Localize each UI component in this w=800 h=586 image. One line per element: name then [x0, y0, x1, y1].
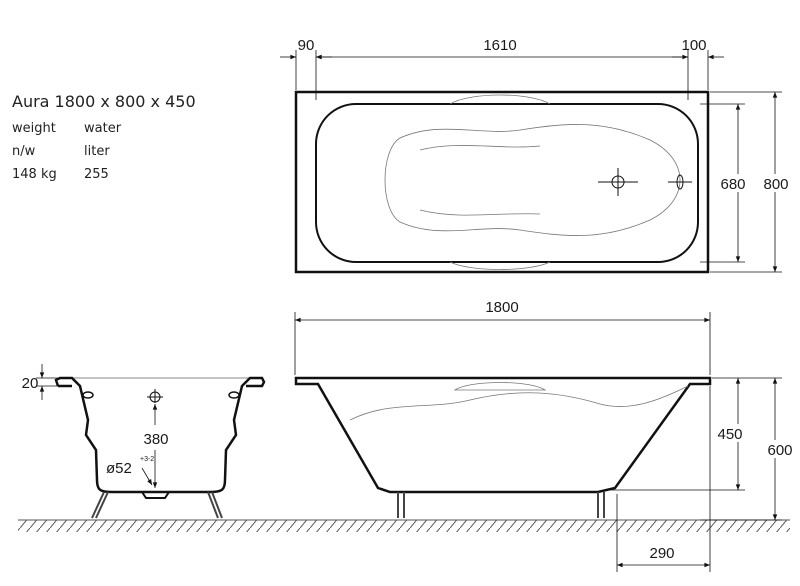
- leg-left: [397, 492, 405, 518]
- dim-inner-width: 680: [720, 176, 745, 193]
- dim-depth: 450: [717, 426, 742, 443]
- product-title: Aura 1800 x 800 x 450: [12, 92, 196, 111]
- dim-height: 600: [767, 442, 792, 459]
- dim-right-margin: 100: [681, 37, 706, 54]
- info-water-label: water: [84, 121, 122, 136]
- leg-front-right: [207, 491, 223, 519]
- leg-front-left: [91, 491, 109, 519]
- top-view: [280, 50, 782, 274]
- dim-drain-tolerance: +3-2: [140, 456, 154, 463]
- tub-profile-front: [54, 376, 266, 494]
- info-weight-label: weight: [12, 121, 56, 136]
- side-view: [294, 312, 782, 572]
- dim-inner-length: 1610: [483, 37, 516, 54]
- leg-right: [597, 492, 605, 518]
- overflow-symbol: [668, 174, 692, 190]
- dim-leg-offset: 290: [649, 545, 674, 562]
- dim-drain-diameter: ø52: [106, 460, 132, 477]
- dim-length: 1800: [485, 299, 518, 316]
- tub-profile-side: [294, 376, 712, 494]
- info-weight-value: 148 kg: [12, 167, 57, 182]
- product-info: Aura 1800 x 800 x 450 weight n/w 148 kg …: [12, 92, 196, 182]
- info-water-sub: liter: [84, 144, 110, 159]
- floor-hatching: [18, 520, 790, 532]
- info-weight-sub: n/w: [12, 144, 36, 159]
- dim-outer-width: 800: [763, 176, 788, 193]
- drain-symbol: [598, 168, 638, 196]
- dim-left-margin: 90: [298, 37, 315, 54]
- info-water-value: 255: [84, 167, 109, 182]
- drain-symbol-front: [147, 389, 163, 403]
- tub-basin-top: [315, 103, 699, 263]
- front-view: [36, 364, 266, 519]
- dim-rim: 20: [22, 375, 39, 392]
- dim-drain-height: 380: [143, 431, 168, 448]
- tub-outline-top: [294, 90, 710, 274]
